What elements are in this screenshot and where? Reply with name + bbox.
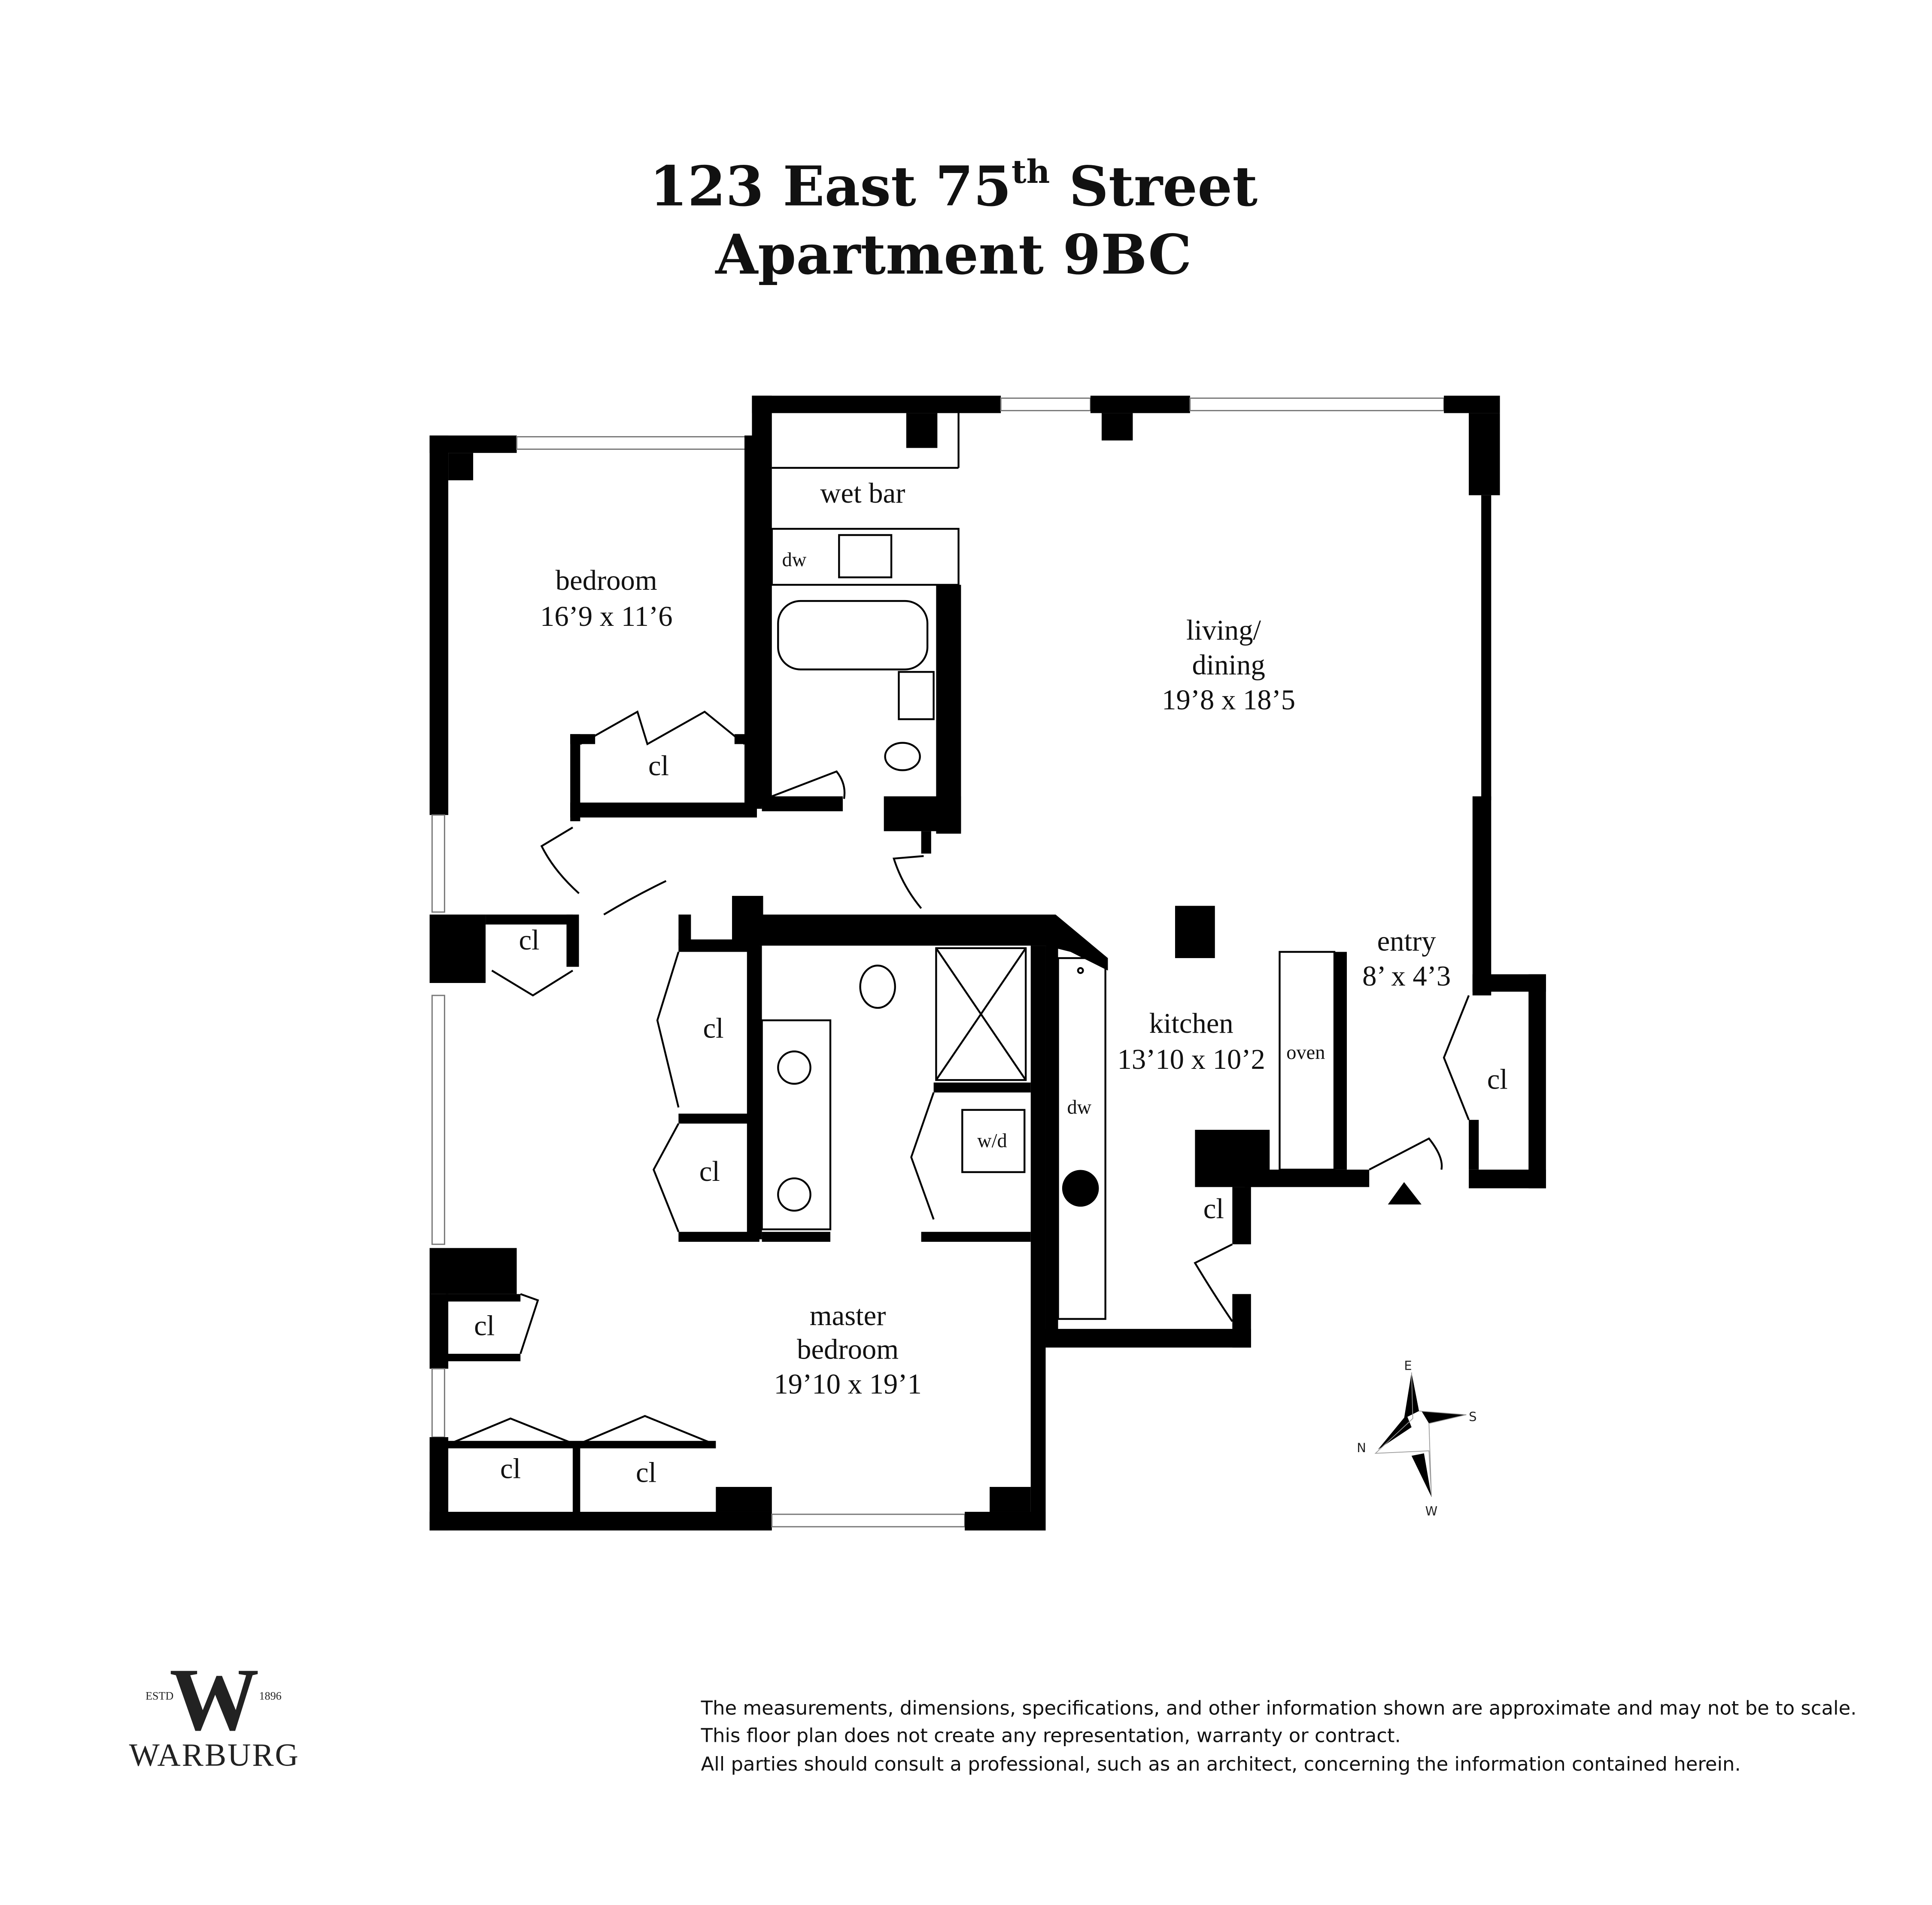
entry-closet-label: cl <box>1487 1064 1508 1095</box>
living-label-2: dining <box>1192 649 1265 681</box>
master-size: 19’10 x 19’1 <box>774 1369 921 1400</box>
kitchen-label: kitchen <box>1149 1008 1233 1039</box>
kitchen-dishwasher-label: dw <box>1067 1096 1091 1118</box>
disclaimer-line: All parties should consult a professiona… <box>701 1753 1741 1775</box>
disclaimer-line: This floor plan does not create any repr… <box>701 1724 1401 1747</box>
entry-size: 8’ x 4’3 <box>1362 961 1451 992</box>
washer-dryer-label: w/d <box>977 1130 1007 1152</box>
svg-text:W: W <box>170 1650 259 1749</box>
living-label-1: living/ <box>1186 615 1261 646</box>
kitchen-size: 13’10 x 10’2 <box>1117 1044 1265 1075</box>
entry-label: entry <box>1377 926 1437 957</box>
wet-bar-label: wet bar <box>820 478 905 509</box>
oven-label: oven <box>1286 1042 1325 1064</box>
disclaimer-line: The measurements, dimensions, specificat… <box>701 1696 1857 1719</box>
warburg-logo: W ESTD 1896 WARBURG <box>129 1650 300 1773</box>
svg-text:E: E <box>1404 1359 1412 1373</box>
bedroom-label: bedroom <box>556 565 657 596</box>
master-closet-3-label: cl <box>474 1310 495 1341</box>
compass-rose-icon: E S N W <box>1357 1359 1476 1519</box>
master-closet-2-label: cl <box>699 1156 720 1187</box>
wet-bar-dishwasher-label: dw <box>782 549 807 571</box>
hall-closet-label: cl <box>519 925 539 956</box>
apartment-title: Apartment 9BC <box>715 223 1191 287</box>
svg-text:WARBURG: WARBURG <box>129 1737 300 1773</box>
living-size: 19’8 x 18’5 <box>1162 684 1295 716</box>
svg-text:1896: 1896 <box>259 1690 282 1702</box>
bedroom-size: 16’9 x 11’6 <box>540 601 673 632</box>
master-label-1: master <box>810 1300 886 1332</box>
kitchen-closet-label: cl <box>1203 1193 1224 1225</box>
master-closet-4-label: cl <box>500 1453 521 1485</box>
bedroom-closet-label: cl <box>648 750 669 782</box>
svg-text:W: W <box>1425 1504 1438 1519</box>
svg-text:S: S <box>1469 1409 1476 1424</box>
room-labels: wet bar dw bedroom 16’9 x 11’6 cl living… <box>474 478 1508 1488</box>
master-label-2: bedroom <box>797 1334 899 1365</box>
svg-text:ESTD: ESTD <box>146 1690 173 1702</box>
master-closet-5-label: cl <box>636 1457 656 1488</box>
disclaimer: The measurements, dimensions, specificat… <box>701 1696 1857 1775</box>
master-closet-1-label: cl <box>703 1013 723 1044</box>
walls <box>429 395 1546 1531</box>
svg-text:N: N <box>1357 1441 1366 1455</box>
address-title: 123 East 75th Street <box>650 152 1258 218</box>
